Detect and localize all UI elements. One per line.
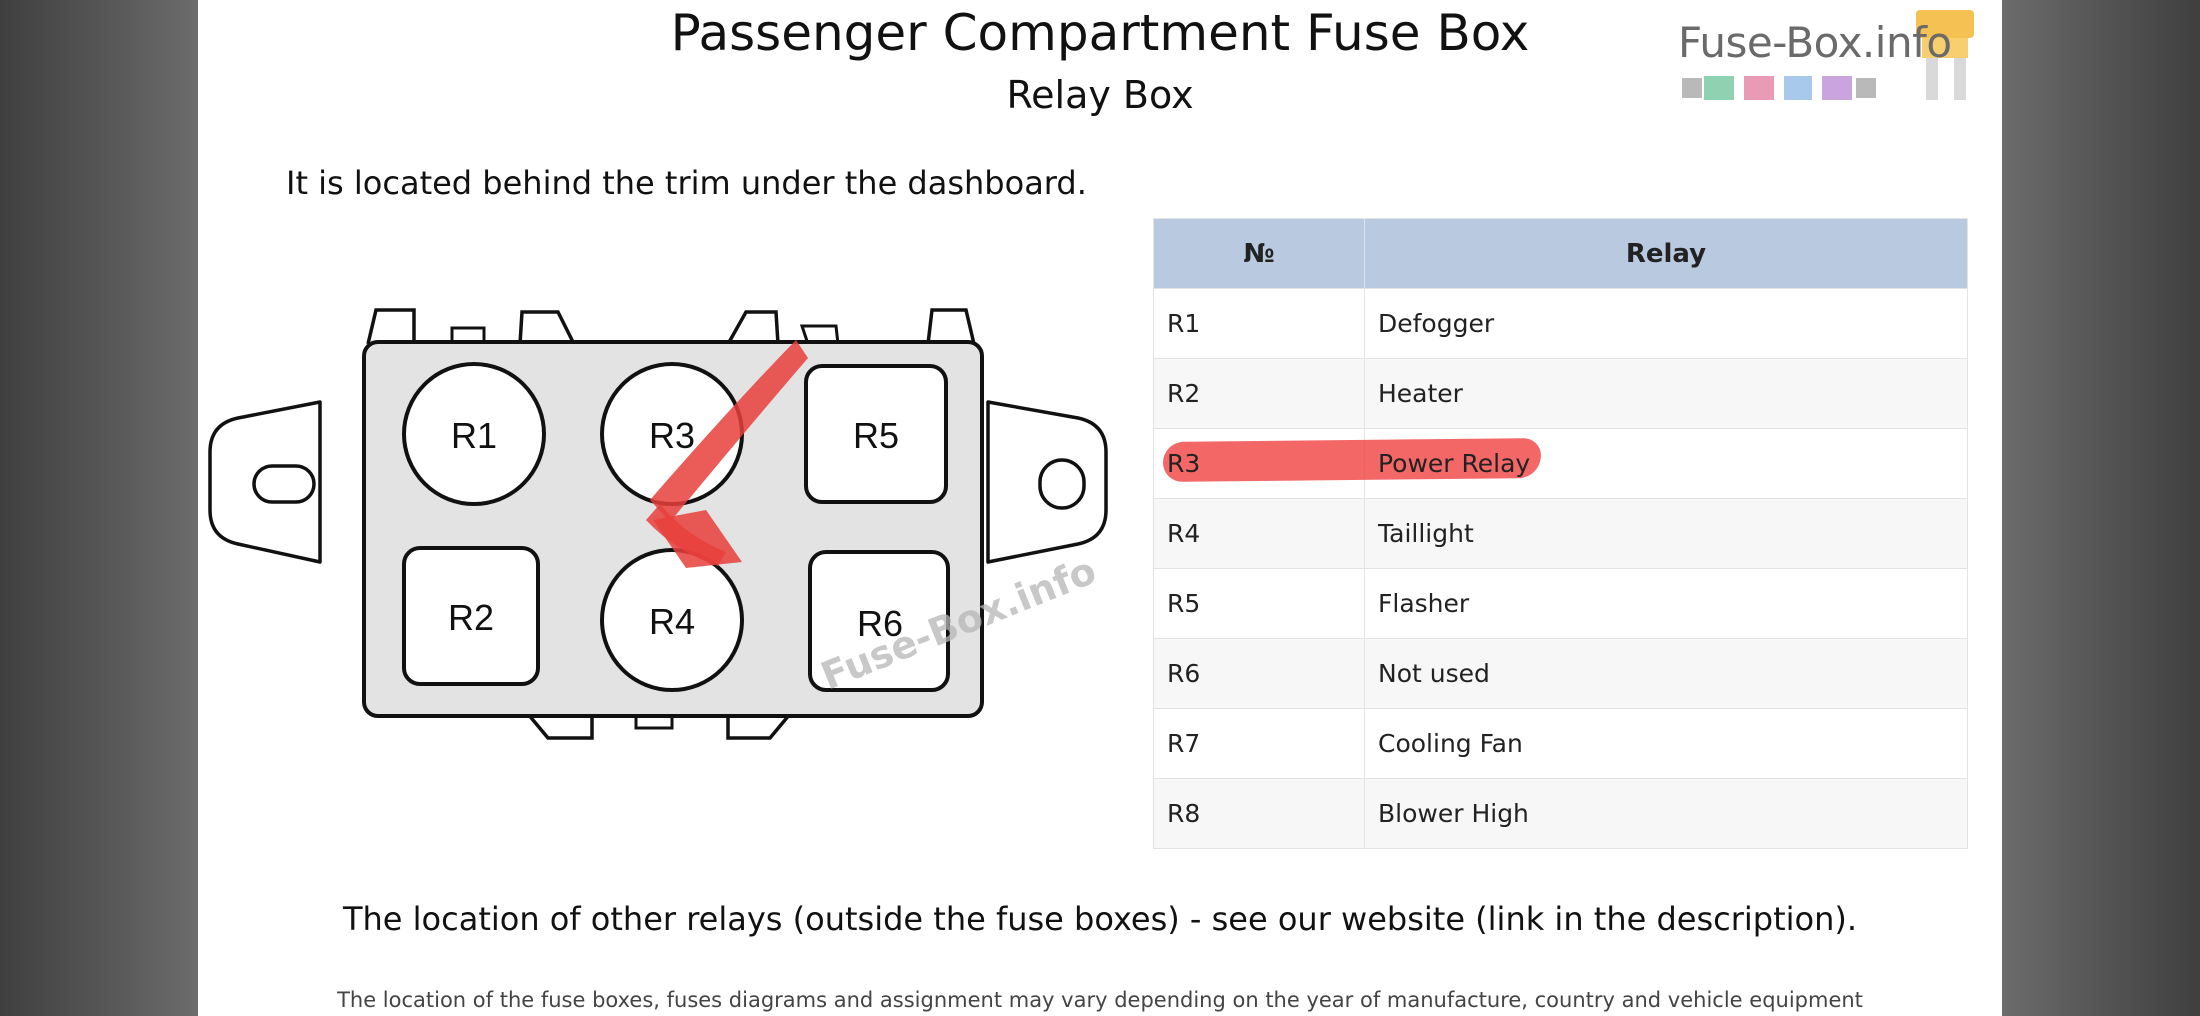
relay-label-r1: R1 <box>451 415 497 456</box>
table-row: R8 Blower High <box>1153 778 1968 849</box>
relay-label-r3: R3 <box>649 415 695 456</box>
cell-number: R5 <box>1153 568 1365 639</box>
relay-name: Heater <box>1378 379 1463 408</box>
table-header-row: № Relay <box>1153 218 1968 289</box>
fuse-logo-icon <box>1682 10 1974 100</box>
cell-relay: Cooling Fan <box>1364 708 1968 779</box>
video-letterbox-right <box>2002 0 2200 1016</box>
relay-number: R8 <box>1167 799 1201 828</box>
cell-relay: Power Relay <box>1364 428 1968 499</box>
cell-relay: Heater <box>1364 358 1968 429</box>
relay-label-r5: R5 <box>853 415 899 456</box>
relay-name: Cooling Fan <box>1378 729 1523 758</box>
header-relay: Relay <box>1364 218 1968 289</box>
relay-assignment-table: № Relay R1 Defogger R2 Heater R3 Power R… <box>1153 218 1968 849</box>
table-row: R5 Flasher <box>1153 568 1968 639</box>
relay-slot-r6 <box>808 550 950 692</box>
cell-number: R6 <box>1153 638 1365 709</box>
left-mount-hole <box>252 464 316 504</box>
table-row: R4 Taillight <box>1153 498 1968 569</box>
relay-name: Flasher <box>1378 589 1470 618</box>
cell-number: R7 <box>1153 708 1365 779</box>
cell-relay: Blower High <box>1364 778 1968 849</box>
page-title: Passenger Compartment Fuse Box <box>670 4 1530 62</box>
relay-number: R5 <box>1167 589 1201 618</box>
other-relays-note: The location of other relays (outside th… <box>342 900 1858 938</box>
right-mount-hole <box>1038 458 1086 510</box>
relay-number: R2 <box>1167 379 1201 408</box>
location-description: It is located behind the trim under the … <box>286 164 1087 202</box>
logo-text: Fuse-Box.info <box>1678 18 1952 67</box>
relay-number: R4 <box>1167 519 1201 548</box>
relay-label-r6: R6 <box>857 603 903 644</box>
relay-name: Power Relay <box>1378 449 1531 478</box>
cell-relay: Defogger <box>1364 288 1968 359</box>
check-mark-icon <box>646 340 808 568</box>
relay-number: R1 <box>1167 309 1201 338</box>
slide: Passenger Compartment Fuse Box Relay Box… <box>198 0 2002 1016</box>
relay-name: Not used <box>1378 659 1490 688</box>
relay-slot-r1 <box>402 362 546 506</box>
cell-relay: Taillight <box>1364 498 1968 569</box>
cell-number: R1 <box>1153 288 1365 359</box>
relay-number: R7 <box>1167 729 1201 758</box>
site-logo: Fuse-Box.info <box>1678 6 1998 106</box>
cell-relay: Not used <box>1364 638 1968 709</box>
relay-name: Defogger <box>1378 309 1495 338</box>
relay-label-r2: R2 <box>448 597 494 638</box>
relay-slot-r4 <box>600 548 744 692</box>
relay-name: Blower High <box>1378 799 1529 828</box>
table-row: R7 Cooling Fan <box>1153 708 1968 779</box>
relay-box-diagram: R1 R3 R5 R2 R4 R6 Fuse-Box.info <box>208 308 1108 740</box>
cell-number: R2 <box>1153 358 1365 429</box>
video-letterbox-left <box>0 0 198 1016</box>
relay-label-r4: R4 <box>649 601 695 642</box>
relay-name: Taillight <box>1378 519 1474 548</box>
table-row: R1 Defogger <box>1153 288 1968 359</box>
relay-slot-r2 <box>402 546 540 686</box>
header-number: № <box>1153 218 1365 289</box>
cell-number: R4 <box>1153 498 1365 569</box>
page-subtitle: Relay Box <box>1006 73 1194 117</box>
table-row: R6 Not used <box>1153 638 1968 709</box>
cell-number: R8 <box>1153 778 1365 849</box>
relay-number: R3 <box>1167 449 1201 478</box>
disclaimer-note: The location of the fuse boxes, fuses di… <box>337 988 1863 1012</box>
relay-slot-r5 <box>804 364 948 504</box>
relay-number: R6 <box>1167 659 1201 688</box>
table-row: R2 Heater <box>1153 358 1968 429</box>
cell-relay: Flasher <box>1364 568 1968 639</box>
